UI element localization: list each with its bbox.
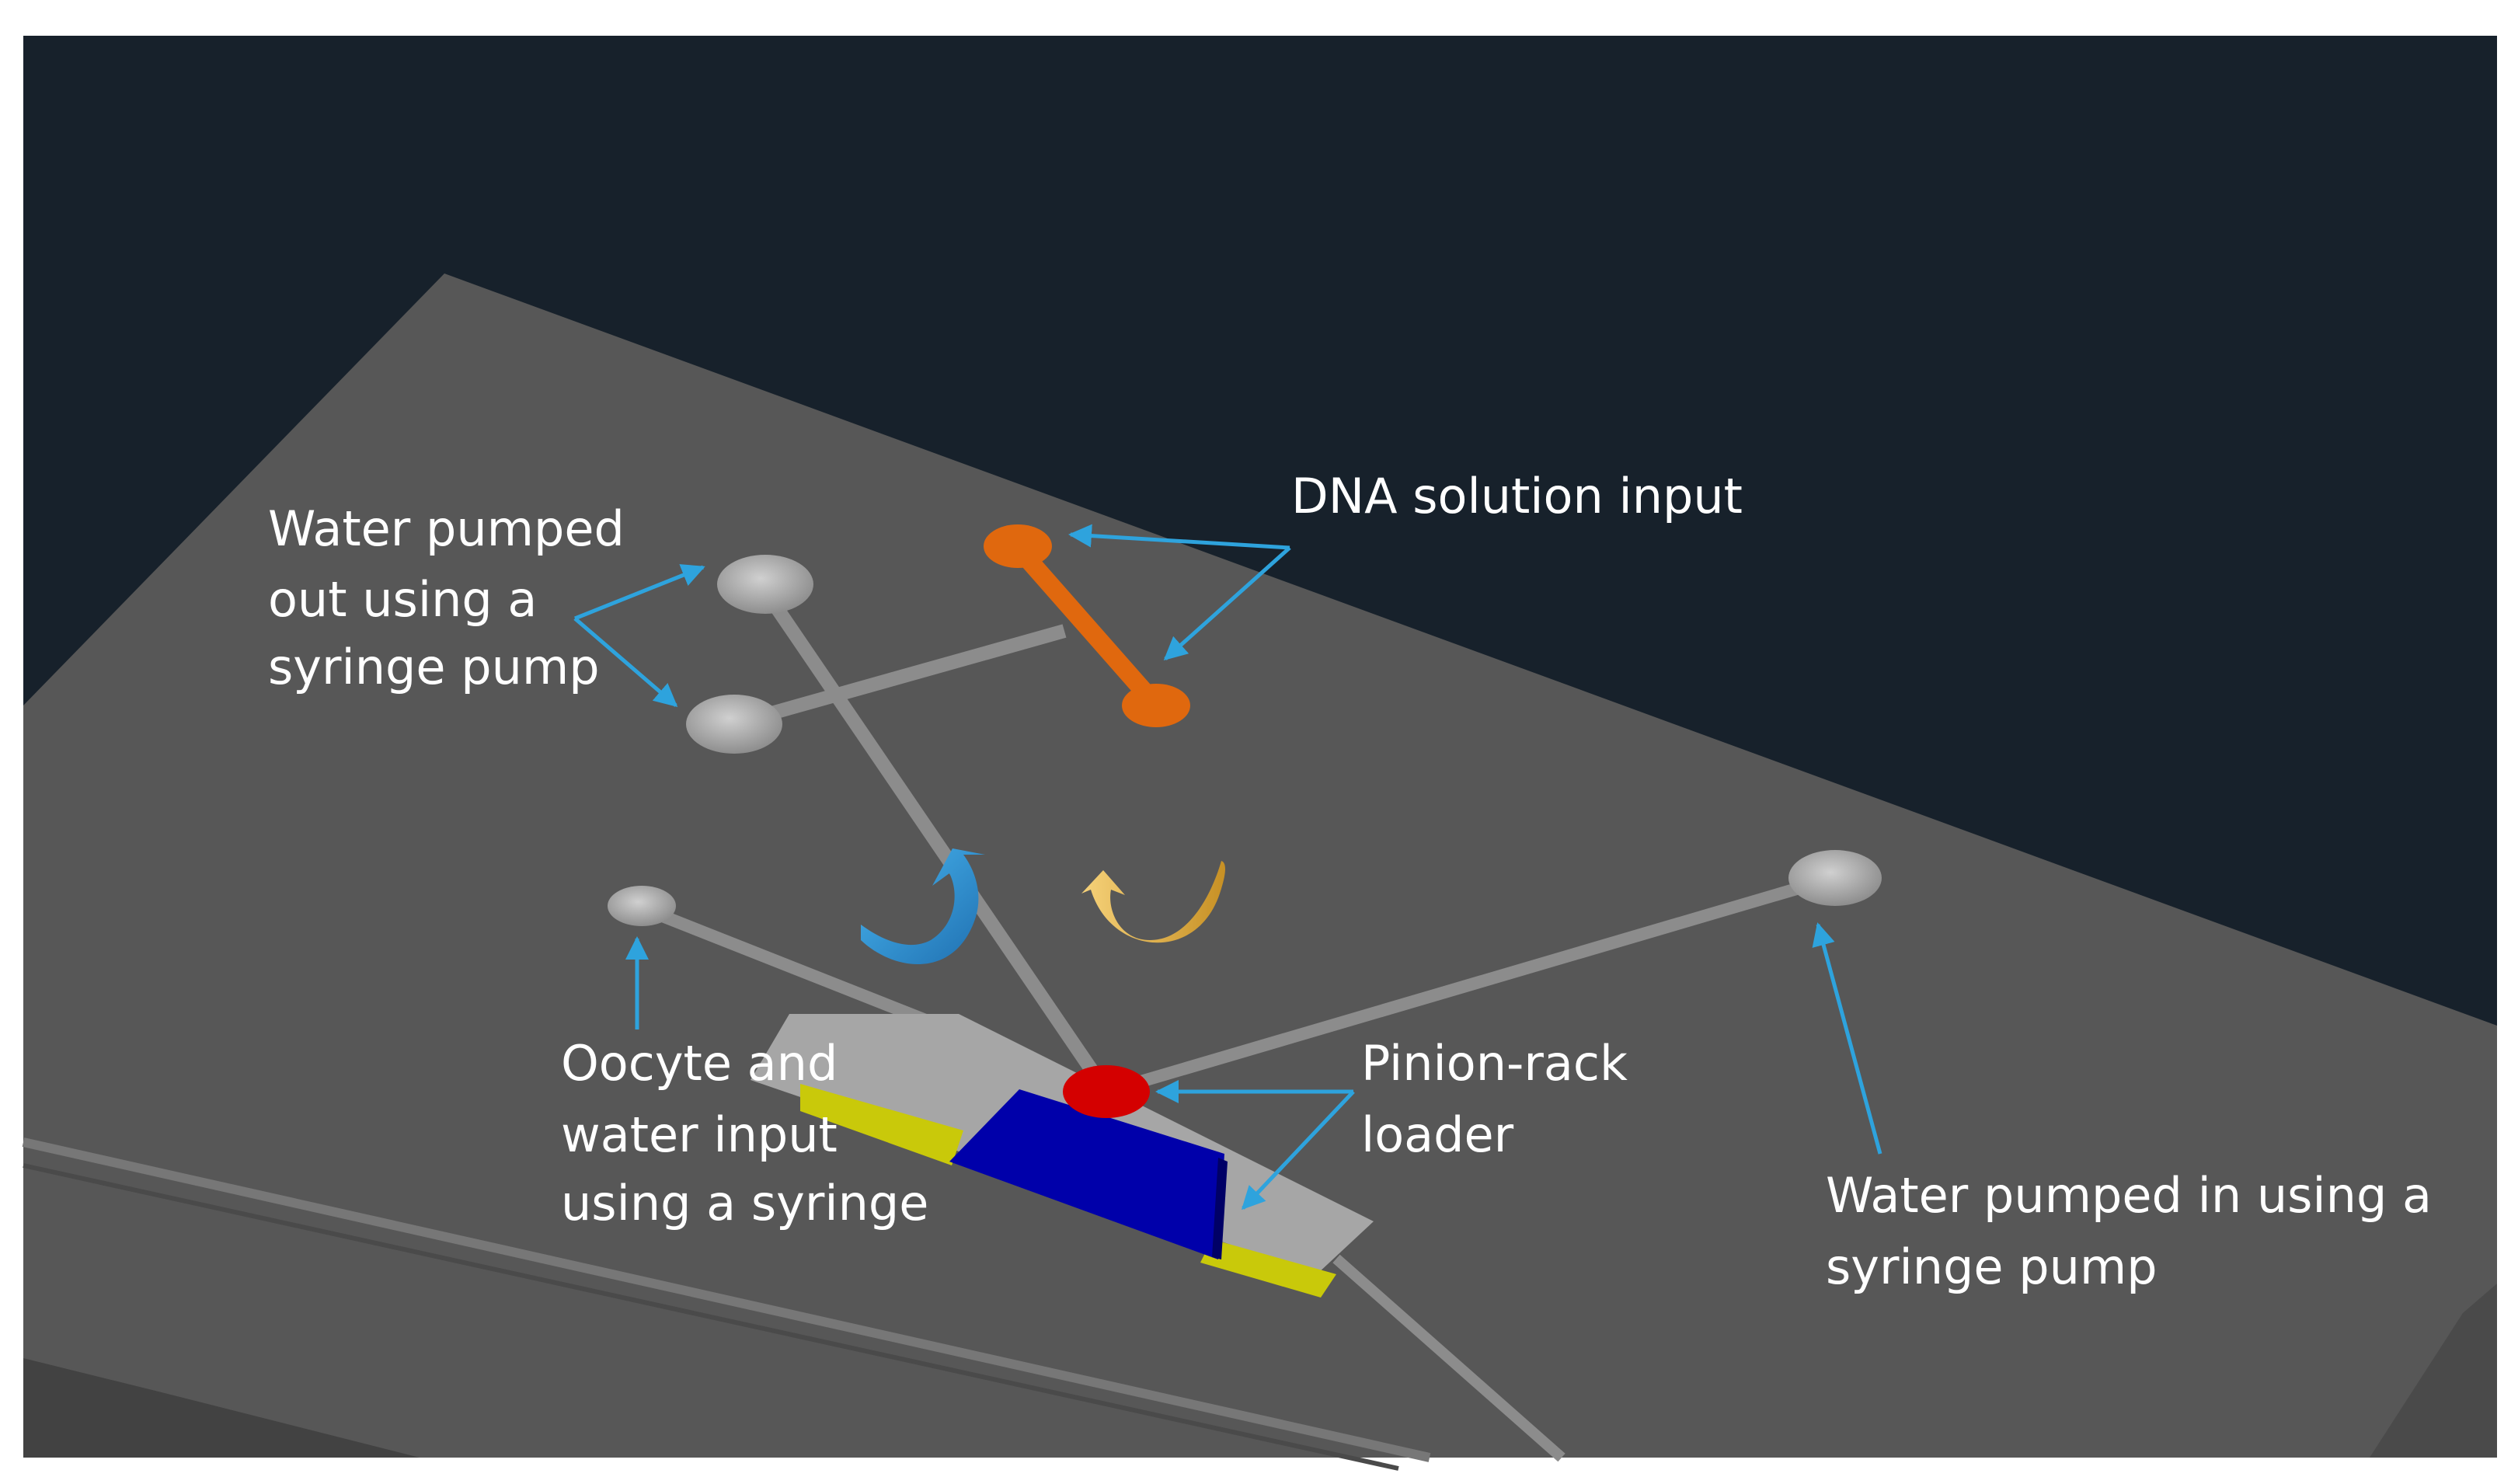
water-in-label-line-2: syringe pump (1826, 1238, 2158, 1295)
loader-blue-block (949, 1089, 1224, 1259)
channel-water-in (1104, 872, 1836, 1098)
oocyte-label-line-1: Oocyte and (561, 1035, 838, 1092)
dna-channel (1010, 542, 1162, 709)
dna-inlet (984, 524, 1190, 727)
chip-groove-lower (23, 1163, 1399, 1471)
rotation-arrows (861, 848, 1225, 965)
loader-label-line-2: loader (1361, 1106, 1514, 1163)
chip-top-surface (23, 273, 2497, 1458)
water-out-port-upper (717, 555, 813, 614)
water-out-label-line-3: syringe pump (268, 639, 600, 695)
channel-main (763, 592, 1113, 1096)
chip-right-side (2370, 1284, 2497, 1458)
chip-body (22, 273, 2497, 1471)
chip-bottom-edge (23, 1358, 420, 1458)
dna-port-lower (1122, 684, 1190, 727)
dna-arrow-upper (1068, 524, 1290, 550)
loader-label-line-1: Pinion-rack (1361, 1035, 1628, 1092)
channel-cross (736, 624, 1067, 730)
water-out-label-line-1: Water pumped (268, 500, 625, 557)
water-out-arrow-lower (573, 617, 678, 707)
water-out-arrow-upper (574, 564, 705, 621)
water-in-arrow (1812, 922, 1882, 1155)
water-in-port (1788, 850, 1882, 906)
loader-arrow-lower (1241, 1090, 1355, 1211)
dna-input-label: DNA solution input (1291, 468, 1743, 524)
water-out-port-lower (686, 695, 782, 754)
labels: DNA solution input Water pumped out usin… (268, 468, 2432, 1295)
water-in-label-line-1: Water pumped in using a (1826, 1167, 2432, 1224)
dna-port-upper (984, 524, 1052, 568)
oocyte-label-line-3: using a syringe (561, 1175, 928, 1231)
chip-groove-upper (22, 1137, 1431, 1462)
dna-arrow-lower (1163, 546, 1291, 660)
water-out-label-line-2: out using a (268, 571, 537, 628)
rotation-yellow-arrow (1081, 861, 1225, 943)
pinion-rack-loader (751, 1014, 1374, 1298)
loader-red-port (1063, 1065, 1150, 1118)
rotation-blue-arrow (861, 848, 985, 965)
oocyte-label-line-2: water input (561, 1106, 838, 1163)
channel-outlet (1332, 1254, 1565, 1462)
loader-contact-left (800, 1084, 963, 1165)
ports (608, 555, 1882, 926)
loader-contact-right (1200, 1239, 1336, 1298)
annotation-arrows (573, 524, 1882, 1211)
loader-blue-block-shadow (1212, 1158, 1228, 1259)
oocyte-port (608, 886, 676, 926)
